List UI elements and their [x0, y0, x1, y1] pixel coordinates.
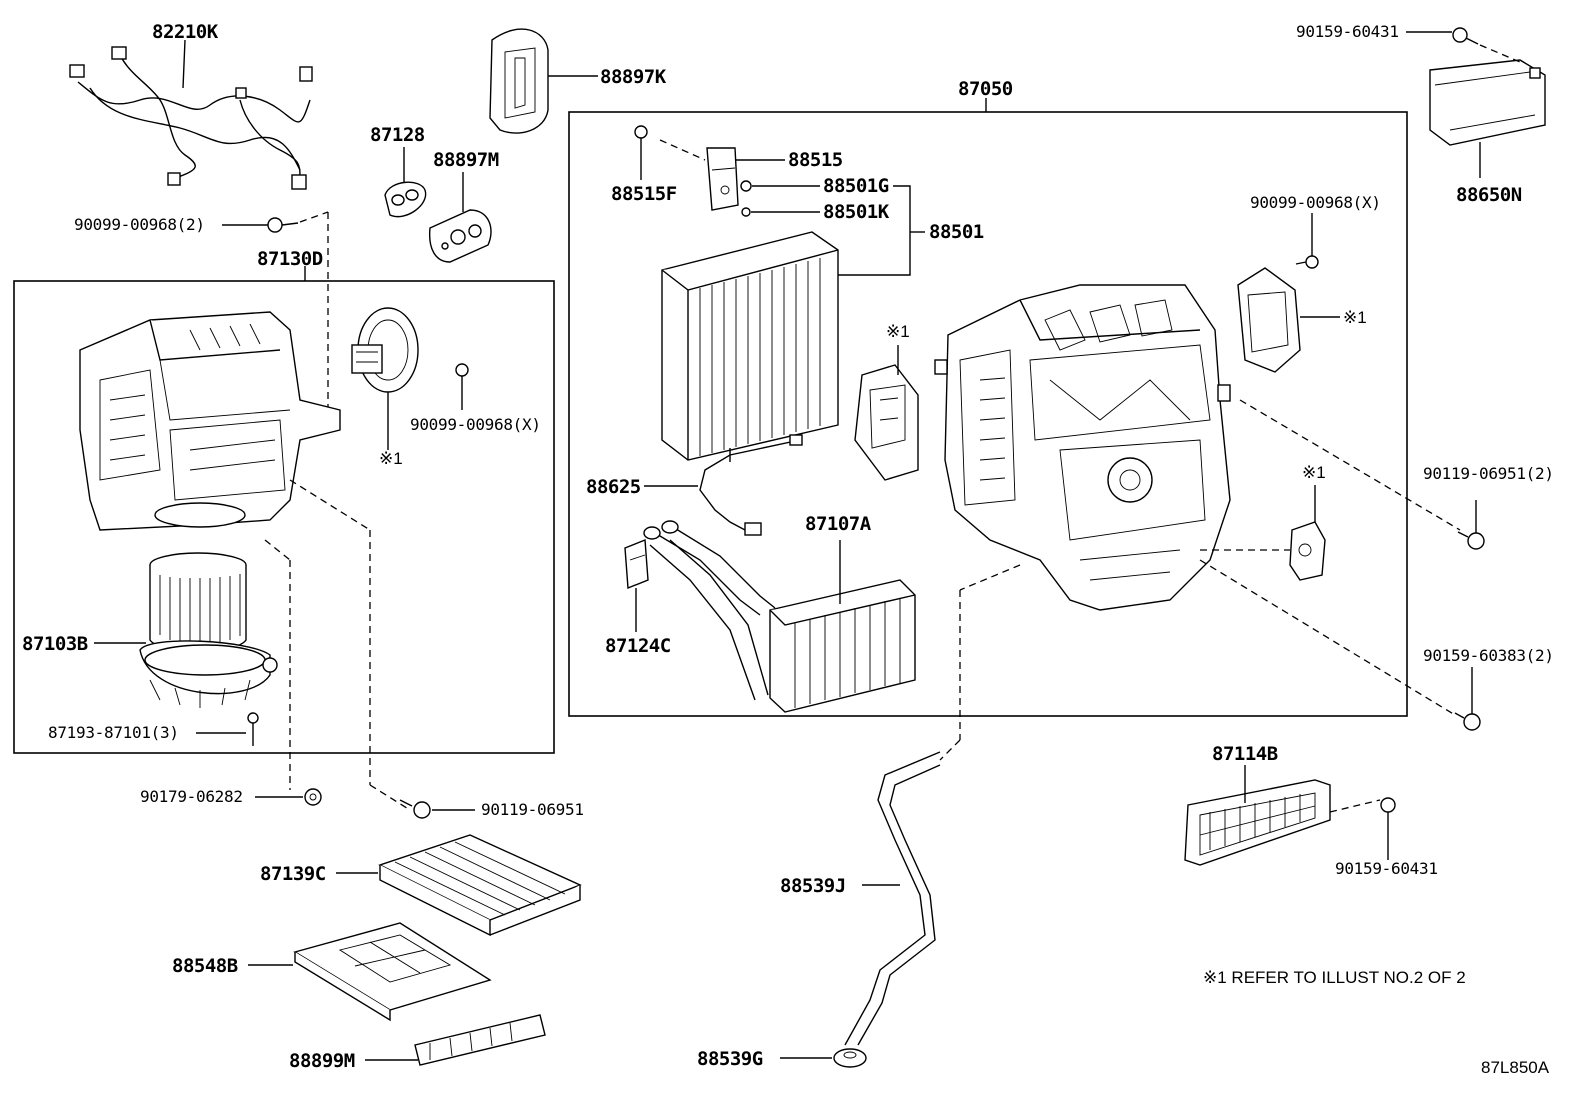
label-87128: 87128: [370, 124, 425, 146]
air-filter-illustration: [378, 834, 582, 937]
label-87107a: 87107A: [805, 513, 872, 535]
servo-motor-left-illustration: [351, 307, 419, 393]
label-90159-60431-top: 90159-60431: [1296, 22, 1399, 41]
grommet-87128-illustration: [384, 181, 427, 218]
evaporator-illustration: [661, 231, 839, 461]
plate-88897m-illustration: [428, 209, 492, 263]
screw-icon: [247, 712, 259, 746]
blower-case-illustration: [79, 311, 341, 531]
bolt-icon: [399, 799, 431, 819]
register-duct-illustration: [1184, 779, 1331, 866]
label-88899m: 88899M: [289, 1050, 355, 1072]
seal-88897k-illustration: [489, 28, 549, 134]
label-90119-06951: 90119-06951: [481, 800, 584, 819]
blower-motor-illustration: [139, 552, 278, 708]
label-87124c: 87124C: [605, 635, 671, 657]
label-82210k: 82210K: [152, 21, 219, 43]
label-88625: 88625: [586, 476, 641, 498]
label-ref1-mid: ※1: [886, 322, 910, 341]
label-87130d: 87130D: [257, 248, 323, 270]
drain-grommet-illustration: [833, 1048, 867, 1068]
clip-icon: [304, 788, 322, 806]
bolt-icon: [1454, 712, 1481, 731]
servo-motor-right-top-illustration: [1237, 267, 1301, 373]
label-88897k: 88897K: [600, 66, 667, 88]
label-90099-00968-2: 90099-00968(2): [74, 215, 205, 234]
assembly-box-87050: [568, 111, 1408, 717]
label-88515: 88515: [788, 149, 843, 171]
bolt-icon: [1457, 531, 1485, 550]
reference-note: ※1 REFER TO ILLUST NO.2 OF 2: [1203, 968, 1466, 987]
label-ref1-right-bottom: ※1: [1302, 463, 1326, 482]
label-90099-00968-x-left: 90099-00968(X): [410, 415, 541, 434]
label-88515f: 88515F: [611, 183, 677, 205]
label-90159-60431-bottom: 90159-60431: [1335, 859, 1438, 878]
label-ref1-left: ※1: [379, 449, 403, 468]
bolt-icon: [267, 217, 299, 233]
bolt-icon: [1380, 797, 1396, 826]
label-88548b: 88548B: [172, 955, 238, 977]
screw-icon: [634, 125, 648, 180]
servo-motor-mid-illustration: [854, 364, 919, 481]
label-88501g: 88501G: [823, 175, 889, 197]
label-88539g: 88539G: [697, 1048, 763, 1070]
servo-motor-right-bottom-illustration: [1289, 521, 1326, 581]
label-90099-00968-x-right: 90099-00968(X): [1250, 193, 1381, 212]
label-87103b: 87103B: [22, 633, 88, 655]
filter-cover-illustration: [414, 1014, 546, 1066]
assembly-box-87130D: [13, 280, 555, 754]
label-90159-60383-2: 90159-60383(2): [1423, 646, 1554, 665]
bolt-icon: [455, 363, 469, 392]
thermistor-sensor-illustration: [699, 434, 803, 536]
label-87193-87101-3: 87193-87101(3): [48, 723, 179, 742]
bolt-icon: [1295, 255, 1319, 269]
label-87050: 87050: [958, 78, 1013, 100]
o-ring-icon: [741, 207, 751, 217]
label-88501k: 88501K: [823, 201, 890, 223]
hvac-case-illustration: [934, 284, 1231, 611]
label-88539j: 88539J: [780, 875, 846, 897]
label-87139c: 87139C: [260, 863, 326, 885]
pipe-clamp-illustration: [624, 538, 649, 590]
wire-harness-illustration: [69, 46, 313, 190]
label-90119-06951-2: 90119-06951(2): [1423, 464, 1554, 483]
label-ref1-right-top: ※1: [1343, 308, 1367, 327]
control-module-88650n-illustration: [1429, 59, 1546, 146]
label-90179-06282: 90179-06282: [140, 787, 243, 806]
label-88501: 88501: [929, 221, 984, 243]
label-88897m: 88897M: [433, 149, 499, 171]
heater-core-illustration: [643, 520, 916, 713]
drain-hose-illustration: [844, 751, 941, 1046]
label-88650n: 88650N: [1456, 184, 1522, 206]
expansion-valve-illustration: [706, 147, 739, 211]
filter-case-illustration: [293, 922, 492, 1022]
bolt-icon: [1452, 27, 1479, 45]
o-ring-icon: [740, 180, 752, 192]
diagram-code: 87L850A: [1481, 1058, 1550, 1077]
label-87114b: 87114B: [1212, 743, 1278, 765]
